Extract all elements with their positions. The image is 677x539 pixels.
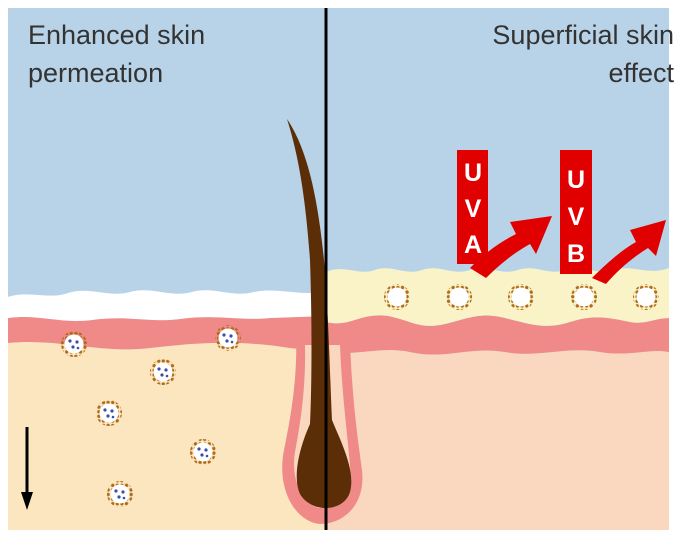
nanoparticle-icon xyxy=(633,284,659,310)
uva-letter-u: U xyxy=(464,159,482,187)
uvb-letter-u: U xyxy=(567,166,585,194)
nanoparticle-icon xyxy=(215,325,241,351)
right-panel-title-line1: Superficial skin xyxy=(492,16,674,54)
nanoparticle-icon xyxy=(107,481,133,507)
nanoparticle-icon xyxy=(150,359,176,385)
nanoparticle-icon xyxy=(61,331,87,357)
right-panel-title-line2: effect xyxy=(492,54,674,92)
right-panel-title: Superficial skin effect xyxy=(492,16,674,92)
uvb-letter-v: V xyxy=(568,203,585,231)
uva-letter-a: A xyxy=(464,231,482,259)
nanoparticle-icon xyxy=(571,284,597,310)
left-panel-title: Enhanced skin permeation xyxy=(28,16,205,92)
nanoparticle-icon xyxy=(96,400,122,426)
nanoparticle-icon xyxy=(190,439,216,465)
uvb-letter-b: B xyxy=(567,240,585,268)
nanoparticle-icon xyxy=(446,284,472,310)
right-epidermis xyxy=(326,315,669,354)
right-dermis xyxy=(326,350,669,530)
nanoparticle-icon xyxy=(508,284,534,310)
uva-letter-v: V xyxy=(465,195,482,223)
nanoparticle-icon xyxy=(384,284,410,310)
